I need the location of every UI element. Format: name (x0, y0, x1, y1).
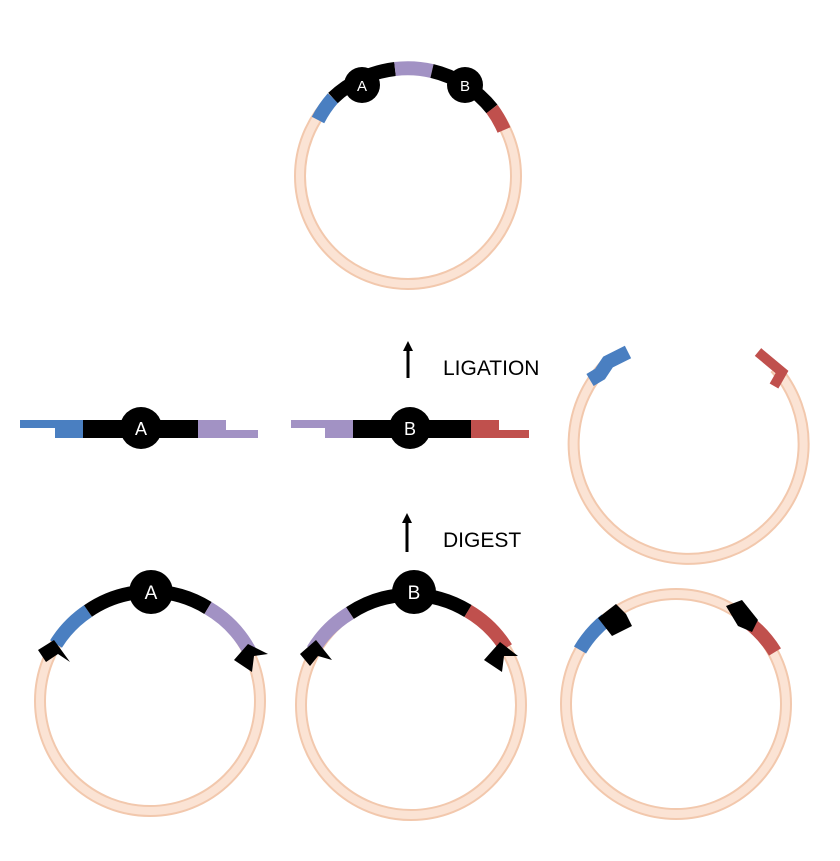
plasmid-a-right-cut-arrow-icon (234, 644, 268, 672)
assembled-node-b (447, 67, 483, 103)
assembled-node-a-label: A (357, 78, 367, 95)
plasmid-b-left-cut-arrow-icon (300, 640, 332, 666)
fragment-b-node (389, 407, 431, 449)
plasmid-b-label: B (408, 583, 421, 604)
plasmid-a-label: A (145, 583, 158, 604)
assembled-node-b-label: B (460, 78, 470, 95)
destination-left-cut-arrow-icon (598, 604, 632, 636)
assembled-red-overhang (486, 104, 511, 133)
assembled-purple-overhang (394, 61, 434, 78)
fragment-a-label: A (135, 419, 147, 439)
plasmid-b: B (295, 570, 527, 821)
plasmid-b-red-site (464, 604, 512, 652)
digest-label: DIGEST (443, 529, 521, 552)
destination-plasmid (560, 588, 792, 820)
destination-blue-site (573, 614, 611, 654)
plasmid-a-left-cut-arrow-icon (38, 640, 70, 662)
fragment-a-blue-overhang (20, 420, 83, 428)
plasmid-a-node (129, 570, 173, 614)
fragment-a: A (20, 407, 258, 449)
plasmid-a: A (34, 570, 268, 817)
assembled-plasmid: A B (294, 61, 522, 290)
plasmid-b-right-cut-arrow-icon (484, 642, 518, 672)
fragment-b-label: B (404, 419, 416, 439)
ligation-step: LIGATION (403, 341, 539, 380)
assembled-node-a (344, 67, 380, 103)
fragment-a-node (120, 407, 162, 449)
ligation-label: LIGATION (443, 357, 539, 380)
plasmid-a-blue-site (50, 605, 93, 648)
digest-step: DIGEST (402, 513, 521, 552)
opened-backbone-blue-end (586, 345, 632, 387)
opened-backbone (567, 345, 810, 565)
destination-right-cut-arrow-icon (726, 600, 758, 632)
plasmid-b-node (392, 570, 436, 614)
fragment-b: B (291, 407, 529, 449)
plasmid-a-purple-site (204, 601, 257, 656)
fragment-b-purple-overhang (291, 420, 353, 428)
assembled-blue-overhang (311, 93, 339, 124)
opened-backbone-red-end (754, 348, 789, 389)
